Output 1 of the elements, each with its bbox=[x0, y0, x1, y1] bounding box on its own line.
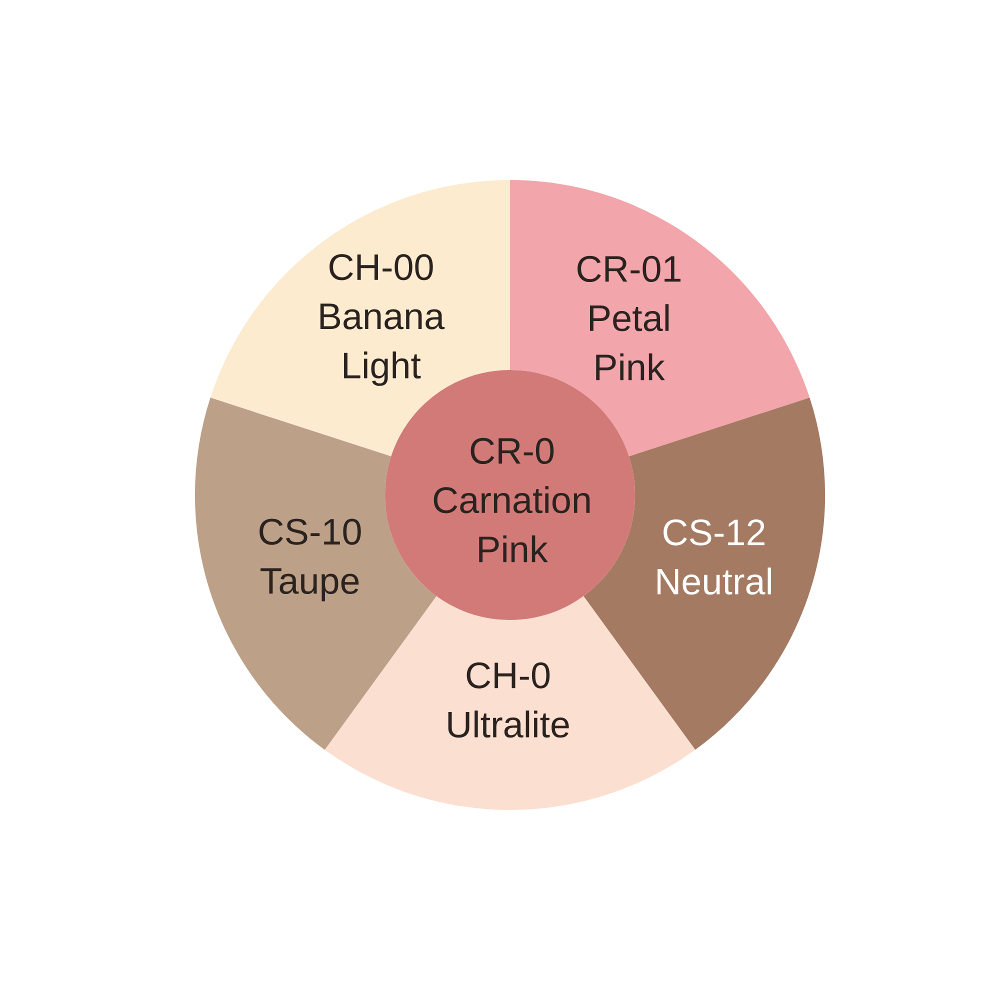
wedge-segment: CH-0 Ultralite bbox=[324, 596, 696, 810]
